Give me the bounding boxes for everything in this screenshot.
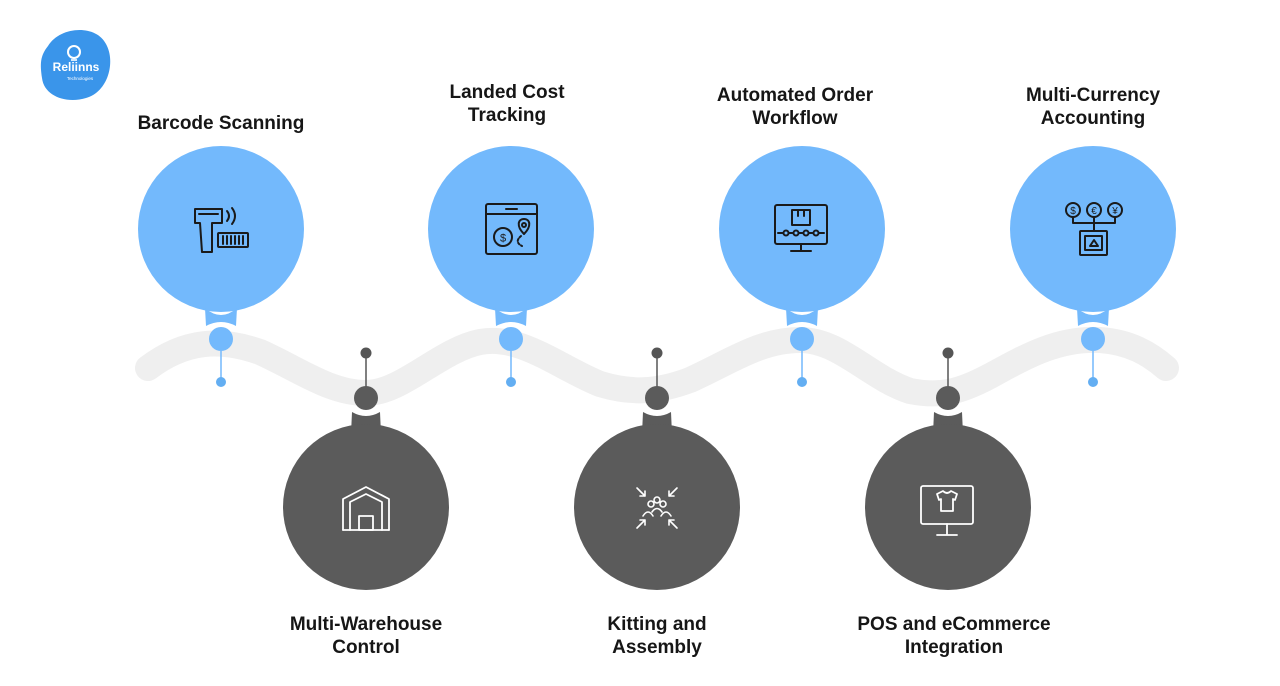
bottom-connector: [354, 386, 378, 410]
svg-text:€: €: [1091, 206, 1097, 217]
top-circle: [428, 146, 594, 312]
top-node-order-workflow: [719, 146, 885, 387]
wave-track: [135, 326, 1179, 407]
label-line: Automated Order: [716, 85, 874, 106]
label-line: Accounting: [1040, 108, 1146, 129]
bottom-dot: [360, 347, 372, 359]
top-connector: [1081, 327, 1105, 351]
order-workflow-icon: [774, 204, 828, 252]
svg-text:$: $: [500, 233, 506, 245]
top-dot: [506, 377, 516, 387]
logo-text: Reliinns: [53, 60, 100, 74]
label-line: Multi-Warehouse: [289, 614, 443, 635]
pos-ecommerce-icon: [920, 485, 974, 536]
feature-label-kitting-assembly: Kitting and Assembly: [537, 613, 777, 659]
label-line: Tracking: [467, 105, 547, 126]
top-dot: [1088, 377, 1098, 387]
label-line: Multi-Currency: [1025, 85, 1161, 106]
label-line: Kitting and: [607, 614, 707, 635]
bottom-dot: [651, 347, 663, 359]
top-connector: [209, 327, 233, 351]
label-line: Barcode Scanning: [137, 113, 305, 134]
bottom-node-kitting: [574, 347, 740, 590]
multi-currency-icon: $ € ¥: [1065, 202, 1123, 256]
bottom-dot: [942, 347, 954, 359]
top-dot: [797, 377, 807, 387]
bottom-connector: [645, 386, 669, 410]
feature-label-order-workflow: Automated Order Workflow: [675, 84, 915, 130]
feature-label-landed-cost: Landed Cost Tracking: [387, 81, 627, 127]
top-circle: [138, 146, 304, 312]
warehouse-icon: [342, 486, 390, 531]
logo-subtext: Technologies: [67, 76, 94, 81]
feature-label-barcode-scanning: Barcode Scanning: [101, 112, 341, 135]
svg-text:¥: ¥: [1111, 206, 1118, 217]
feature-label-multi-warehouse: Multi-Warehouse Control: [246, 613, 486, 659]
svg-text:$: $: [1070, 206, 1076, 217]
label-line: POS and eCommerce: [857, 614, 1051, 635]
bottom-circle: [283, 424, 449, 590]
top-nodes: [138, 146, 1176, 387]
top-dot: [216, 377, 226, 387]
feature-label-pos-ecommerce: POS and eCommerce Integration: [834, 613, 1074, 659]
top-connector: [499, 327, 523, 351]
label-line: Control: [332, 637, 400, 658]
top-node-barcode: [138, 146, 304, 387]
bottom-node-warehouse: [283, 347, 449, 590]
top-node-landed-cost: [428, 146, 594, 387]
cost-tracking-icon: $: [485, 203, 538, 255]
bottom-circle: [574, 424, 740, 590]
feature-label-multi-currency: Multi-Currency Accounting: [973, 84, 1213, 130]
label-line: Landed Cost: [449, 82, 565, 103]
label-line: Integration: [904, 637, 1004, 658]
top-connector: [790, 327, 814, 351]
barcode-scanner-icon: [194, 207, 249, 253]
bottom-nodes: [283, 347, 1031, 590]
bottom-connector: [936, 386, 960, 410]
label-line: Assembly: [612, 637, 702, 658]
brand-logo: Reliinns Technologies: [40, 29, 111, 100]
bottom-circle: [865, 424, 1031, 590]
bottom-node-pos: [865, 347, 1031, 590]
top-circle: [719, 146, 885, 312]
label-line: Workflow: [752, 108, 838, 129]
kitting-assembly-icon: [636, 487, 678, 529]
